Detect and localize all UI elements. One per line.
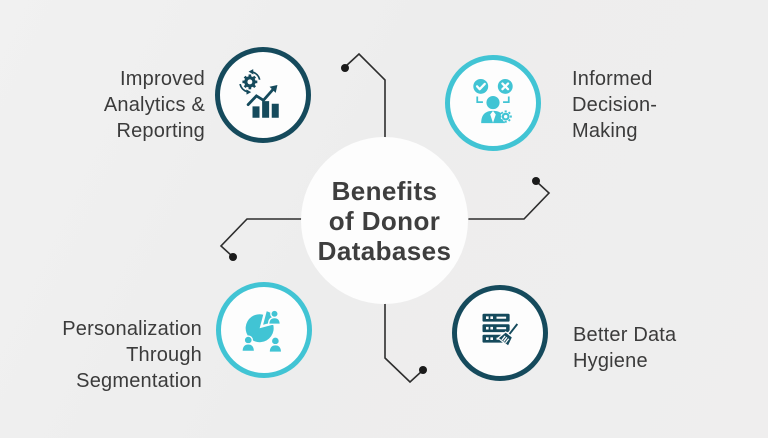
title-line-1: Benefits	[331, 175, 438, 206]
connector-bottom-dot	[419, 366, 427, 374]
item-label-hygiene: Better Data Hygiene	[573, 324, 677, 372]
page-title: Benefits of Donor Databases	[318, 176, 452, 266]
item-circle-hygiene	[452, 285, 548, 381]
analytics-gear-chart-icon	[239, 69, 279, 118]
item-label-decision: Informed Decision-Making	[572, 68, 658, 142]
item-circle-decision	[445, 55, 541, 151]
connector-top-dot	[341, 64, 349, 72]
connector-top	[345, 52, 386, 140]
center-title-circle: Benefits of Donor Databases	[301, 137, 468, 304]
connector-bottom	[384, 301, 423, 384]
item-label-segmentation: Personalization Through Segmentation	[62, 318, 202, 392]
connector-right	[468, 181, 551, 220]
title-line-3: Databases	[317, 235, 452, 266]
server-stack-broom-icon	[482, 313, 520, 348]
item-circle-analytics	[215, 47, 311, 143]
connector-left	[219, 218, 302, 257]
title-line-2: of Donor	[328, 205, 441, 236]
pie-segments-people-icon	[241, 309, 283, 354]
connector-right-dot	[532, 177, 540, 185]
connector-left-dot	[229, 253, 237, 261]
item-label-analytics: Improved Analytics & Reporting	[103, 68, 205, 142]
decision-person-check-x-icon	[473, 78, 513, 124]
item-circle-segmentation	[216, 282, 312, 378]
